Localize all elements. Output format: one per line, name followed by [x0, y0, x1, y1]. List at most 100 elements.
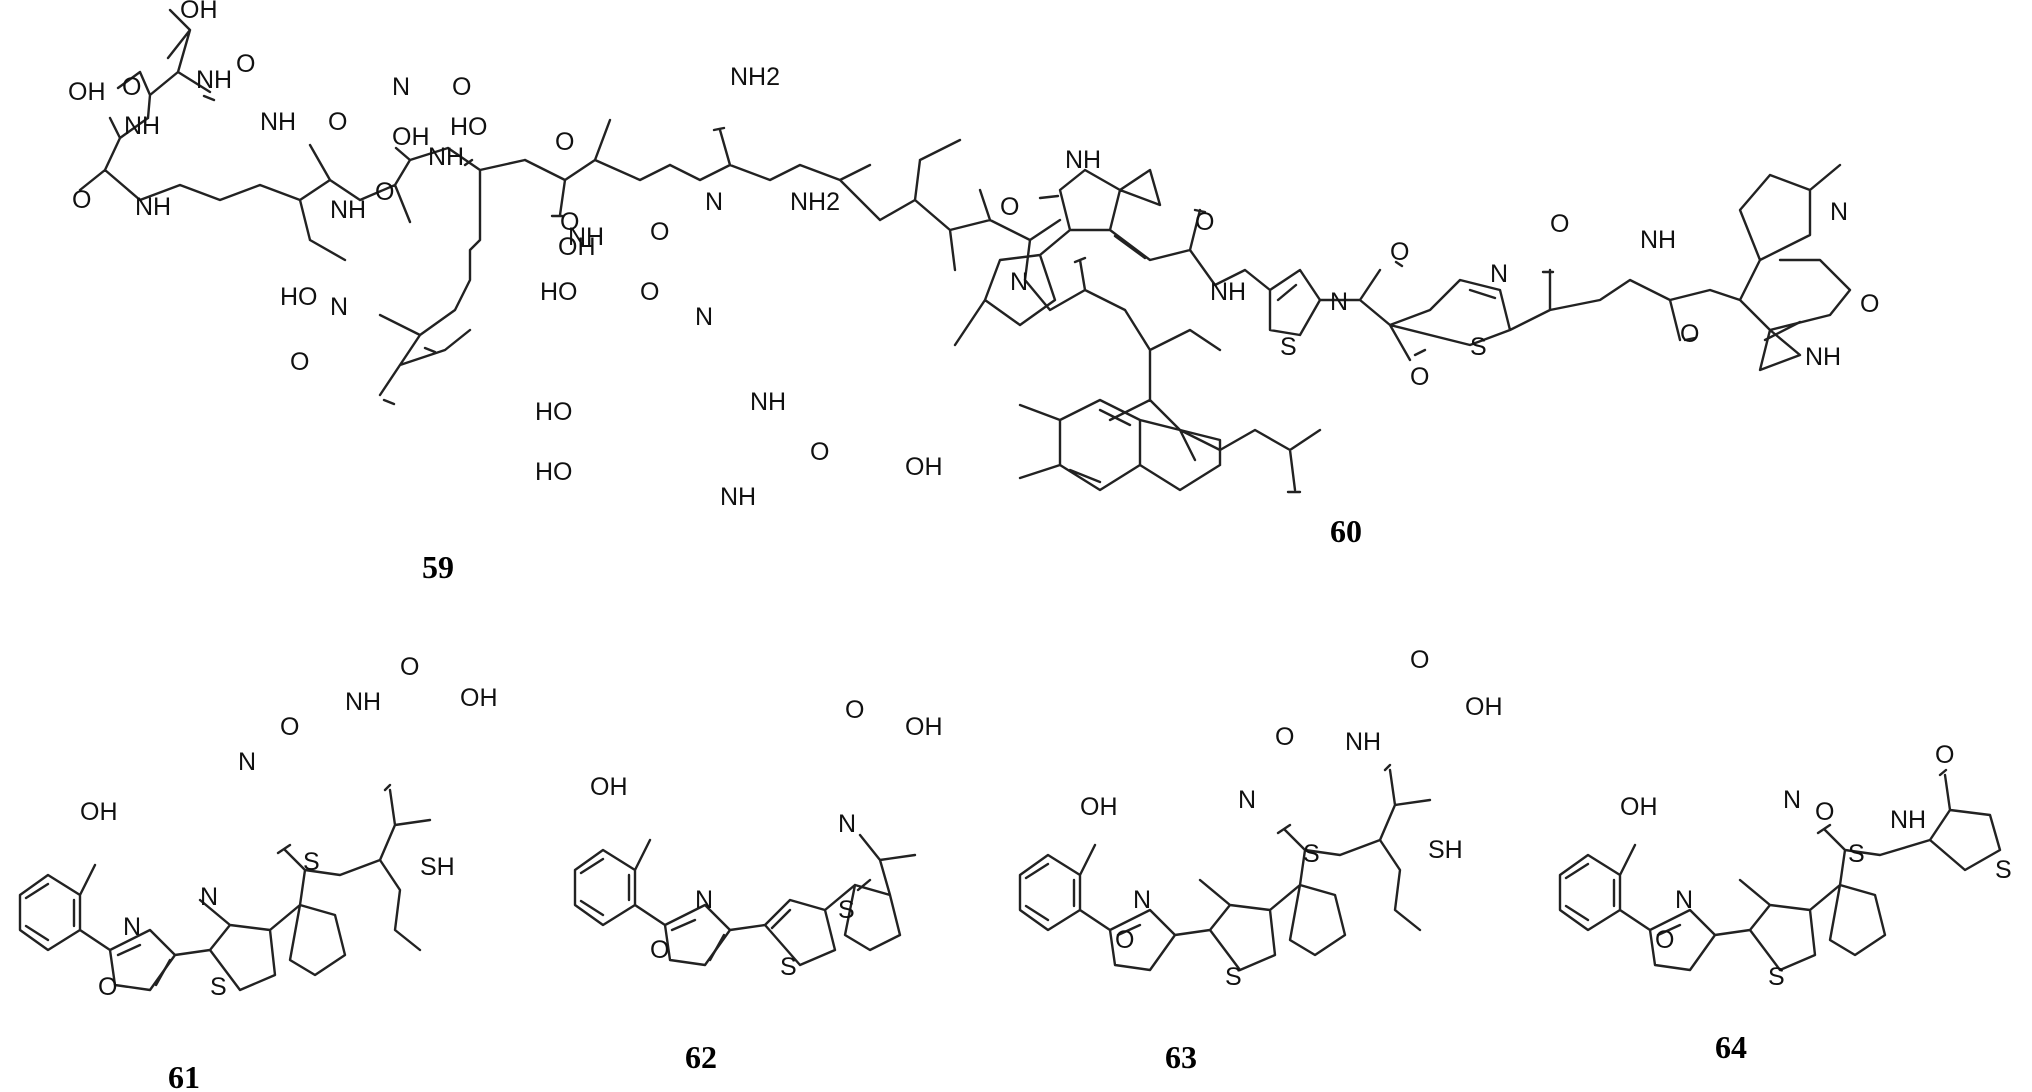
compound-62-atom-4: N	[838, 810, 856, 838]
compound-59-atom-22: O	[560, 208, 579, 236]
compound-61: O OH NH O N OH N S SH N O S 61	[18, 653, 498, 1092]
compound-61-atom-8: S	[303, 848, 320, 876]
compound-60-atom-17: NH	[1805, 343, 1841, 371]
compound-59-atom-26: O	[290, 348, 309, 376]
compound-60-atom-5: NH	[1210, 278, 1246, 306]
compound-59-atom-17: O	[555, 128, 574, 156]
compound-59-atom-2: OH	[68, 78, 106, 106]
compound-62: O OH OH N N S O S 62	[573, 696, 943, 1075]
compound-63-atom-1: O	[1410, 646, 1429, 674]
compound-59-atom-36: O	[810, 438, 829, 466]
compound-62-atom-5: N	[695, 886, 713, 914]
compound-59-atom-35: NH	[720, 483, 756, 511]
compound-59-atom-25: N	[330, 293, 348, 321]
compound-62-atom-2: OH	[905, 713, 943, 741]
compound-60-atom-10: N	[1490, 260, 1508, 288]
compound-63-atom-6: N	[1238, 786, 1256, 814]
compound-64: O S O NH OH N N S O S 64	[1558, 741, 2012, 1065]
compound-60-atom-9: O	[1410, 363, 1429, 391]
compound-61-atom-5: N	[238, 748, 256, 776]
compound-61-atom-9: SH	[420, 853, 455, 881]
compound-60-atom-2: O	[1000, 193, 1019, 221]
compound-59-atom-19: NH	[428, 143, 464, 171]
compound-64-atom-8: S	[1848, 840, 1865, 868]
compound-63-label: 63	[1165, 1039, 1197, 1075]
compound-60-bonds	[953, 163, 1852, 372]
compound-62-atom-7: O	[650, 936, 669, 964]
compound-59-label: 59	[422, 549, 454, 585]
compound-59-atom-30: O	[640, 278, 659, 306]
compound-63-atom-3: O	[1275, 723, 1294, 751]
compound-60-atom-7: S	[1280, 333, 1297, 361]
compound-61-double-bonds	[24, 783, 392, 987]
compound-63-atom-4: NH	[1345, 728, 1381, 756]
compound-59-atom-33: HO	[535, 398, 573, 426]
compound-64-atom-5: OH	[1620, 793, 1658, 821]
compound-59-atom-31: N	[695, 303, 713, 331]
compound-59: OH OH O O NH NH O N O OH NH O O NH NH HO…	[68, 0, 1322, 585]
compound-59-atom-18: NH2	[730, 63, 780, 91]
compound-60-atom-8: O	[1390, 238, 1409, 266]
compound-59-atom-14: NH	[135, 193, 171, 221]
compound-63-atom-2: OH	[1465, 693, 1503, 721]
compound-60-label: 60	[1330, 513, 1362, 549]
compound-59-atom-6: NH	[196, 66, 232, 94]
compound-61-atom-11: O	[98, 973, 117, 1001]
compound-59-atom-11: NH	[260, 108, 296, 136]
compound-61-atom-4: O	[280, 713, 299, 741]
compound-61-label: 61	[168, 1059, 200, 1092]
compound-59-atom-3: O	[122, 73, 141, 101]
compound-61-atom-1: O	[400, 653, 419, 681]
compound-59-atom-8: N	[392, 73, 410, 101]
compound-59-fused-rings	[1018, 398, 1222, 492]
compound-59-atom-21: NH2	[790, 188, 840, 216]
compound-62-bonds	[573, 833, 917, 967]
compound-63-atom-11: S	[1225, 963, 1242, 991]
compound-59-atom-27: OH	[558, 233, 596, 261]
compound-64-atom-7: N	[1675, 886, 1693, 914]
compound-62-atom-6: S	[838, 896, 855, 924]
compound-64-atom-10: S	[1768, 963, 1785, 991]
compound-60-double-bonds	[1113, 208, 1802, 357]
compound-63-double-bonds	[1024, 763, 1392, 937]
compound-60-atom-15: N	[1830, 198, 1848, 226]
compound-59-atom-5: NH	[124, 112, 160, 140]
compound-64-bonds	[1558, 773, 2002, 972]
compound-60-atom-3: N	[1010, 268, 1028, 296]
compound-62-label: 62	[685, 1039, 717, 1075]
compound-64-atom-3: O	[1815, 798, 1834, 826]
compound-59-atom-34: HO	[535, 458, 573, 486]
compound-63: O OH O NH OH N N S SH O S 63	[1018, 646, 1503, 1075]
compound-60-atom-16: O	[1860, 290, 1879, 318]
compound-61-atom-2: OH	[460, 684, 498, 712]
compound-60-atom-11: S	[1470, 333, 1487, 361]
compound-61-atom-12: S	[210, 973, 227, 1001]
compound-61-atom-6: OH	[80, 798, 118, 826]
compound-59-atom-12: O	[328, 108, 347, 136]
compound-60-atom-4: O	[1195, 208, 1214, 236]
compound-61-atom-7: N	[123, 913, 141, 941]
compound-59-atom-7: O	[236, 50, 255, 78]
compound-60-atom-6: N	[1330, 288, 1348, 316]
compound-64-atom-1: O	[1935, 741, 1954, 769]
compound-61-atom-10: N	[200, 883, 218, 911]
compound-63-atom-7: N	[1133, 886, 1151, 914]
compound-62-atom-8: S	[780, 953, 797, 981]
compound-63-atom-9: SH	[1428, 836, 1463, 864]
compound-59-atom-23: O	[650, 218, 669, 246]
compound-60-atom-1: NH	[1065, 146, 1101, 174]
compound-61-atom-3: NH	[345, 688, 381, 716]
compound-60: NH O N O NH N S O O N S O NH O N O NH 60	[953, 146, 1879, 549]
compound-62-double-bonds	[579, 857, 872, 962]
compound-64-label: 64	[1715, 1029, 1747, 1065]
compound-60-atom-14: O	[1680, 320, 1699, 348]
compound-59-atom-29: HO	[540, 278, 578, 306]
compound-63-bonds	[1018, 768, 1432, 972]
compound-59-atom-28: NH	[568, 223, 604, 251]
compound-59-atom-20: N	[705, 188, 723, 216]
compound-59-atom-15: NH	[330, 196, 366, 224]
compound-59-atom-13: O	[375, 178, 394, 206]
compound-64-double-bonds	[1564, 768, 1948, 937]
compound-64-atom-4: NH	[1890, 806, 1926, 834]
